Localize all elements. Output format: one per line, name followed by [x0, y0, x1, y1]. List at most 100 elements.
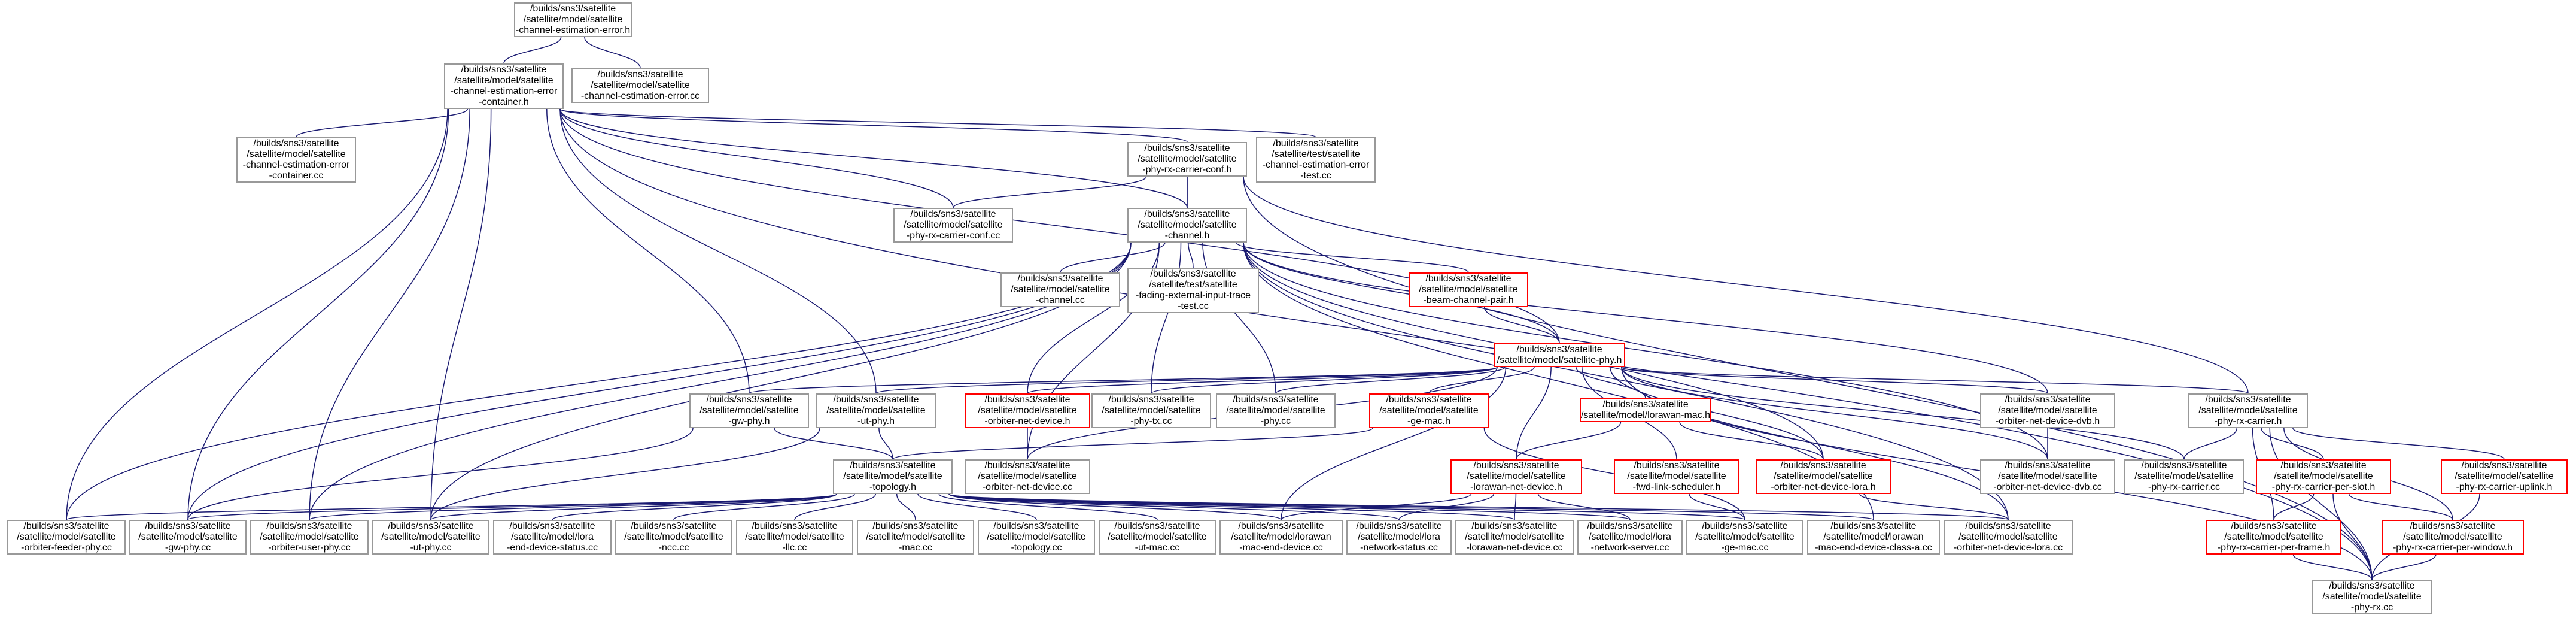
graph-node[interactable]: /builds/sns3/satellite /satellite/model/…: [857, 520, 974, 555]
node-label: /builds/sns3/satellite /satellite/model/…: [506, 521, 598, 553]
graph-node[interactable]: /builds/sns3/satellite /satellite/model/…: [2206, 520, 2341, 555]
node-label: /builds/sns3/satellite /satellite/model/…: [826, 395, 926, 426]
dependency-edge: [892, 424, 1375, 460]
graph-node[interactable]: /builds/sns3/satellite /satellite/model/…: [7, 520, 126, 555]
node-label: /builds/sns3/satellite /satellite/model/…: [1379, 395, 1479, 426]
dependency-edge: [1234, 238, 1469, 273]
dependency-edge: [1619, 363, 2185, 460]
dependency-edge: [1619, 363, 2249, 394]
graph-node[interactable]: /builds/sns3/satellite /satellite/model/…: [965, 393, 1090, 428]
graph-node[interactable]: /builds/sns3/satellite /satellite/model/…: [1580, 398, 1711, 422]
dependency-edge: [430, 490, 839, 520]
node-label: /builds/sns3/satellite /satellite/model/…: [2198, 395, 2298, 426]
dependency-edge: [772, 424, 893, 460]
graph-node[interactable]: /builds/sns3/satellite /satellite/model/…: [1409, 272, 1528, 307]
graph-node[interactable]: /builds/sns3/satellite /satellite/model/…: [2441, 459, 2568, 494]
dependency-edge: [1687, 490, 1745, 520]
node-label: /builds/sns3/satellite /satellite/model/…: [17, 521, 116, 553]
graph-node[interactable]: /builds/sns3/satellite /satellite/model/…: [965, 459, 1090, 494]
dependency-edge: [430, 424, 822, 520]
node-label: /builds/sns3/satellite /satellite/model/…: [624, 521, 723, 553]
graph-node[interactable]: /builds/sns3/satellite /satellite/model/…: [1219, 520, 1343, 555]
graph-node[interactable]: /builds/sns3/satellite /satellite/model/…: [893, 208, 1013, 243]
graph-node[interactable]: /builds/sns3/satellite /satellite/model/…: [1346, 520, 1452, 555]
graph-node[interactable]: /builds/sns3/satellite /satellite/model/…: [250, 520, 369, 555]
node-label: /builds/sns3/satellite /satellite/model/…: [745, 521, 844, 553]
graph-node[interactable]: /builds/sns3/satellite /satellite/model/…: [1577, 520, 1683, 555]
graph-node[interactable]: /builds/sns3/satellite /satellite/model/…: [1127, 208, 1247, 243]
dependency-edge: [947, 490, 2009, 520]
graph-node[interactable]: /builds/sns3/satellite /satellite/model/…: [2256, 459, 2391, 494]
dependency-edge: [66, 105, 450, 520]
graph-node[interactable]: /builds/sns3/satellite /satellite/model/…: [2312, 580, 2432, 614]
dependency-edge: [2331, 490, 2373, 580]
graph-node[interactable]: /builds/sns3/satellite /satellite/model/…: [1494, 343, 1625, 367]
node-label: /builds/sns3/satellite /satellite/model/…: [1587, 521, 1673, 553]
dependency-edge: [1619, 363, 2048, 460]
graph-node[interactable]: /builds/sns3/satellite /satellite/model/…: [1455, 520, 1574, 555]
dependency-edge: [1241, 238, 2048, 460]
graph-node[interactable]: /builds/sns3/satellite /satellite/model/…: [1127, 142, 1247, 177]
graph-node[interactable]: /builds/sns3/satellite /satellite/model/…: [444, 63, 564, 109]
graph-node[interactable]: /builds/sns3/satellite /satellite/model/…: [2124, 459, 2244, 494]
dependency-edge: [558, 105, 877, 394]
node-label: /builds/sns3/satellite /satellite/test/s…: [1262, 138, 1370, 181]
dependency-edge: [916, 490, 1037, 520]
node-label: /builds/sns3/satellite /satellite/model/…: [2392, 521, 2513, 553]
node-label: /builds/sns3/satellite /satellite/model/…: [1102, 395, 1201, 426]
dependency-edge: [545, 105, 750, 394]
node-label: /builds/sns3/satellite /satellite/model/…: [987, 521, 1086, 553]
graph-node[interactable]: /builds/sns3/satellite /satellite/model/…: [571, 68, 709, 103]
graph-node[interactable]: /builds/sns3/satellite /satellite/model/…: [1216, 393, 1336, 428]
dependency-edge: [947, 490, 1400, 520]
graph-node[interactable]: /builds/sns3/satellite /satellite/model/…: [1756, 459, 1891, 494]
node-label: /builds/sns3/satellite /satellite/model/…: [2322, 581, 2422, 613]
graph-node[interactable]: /builds/sns3/satellite /satellite/model/…: [736, 520, 853, 555]
graph-node[interactable]: /builds/sns3/satellite /satellite/model/…: [1944, 520, 2073, 555]
graph-node[interactable]: /builds/sns3/satellite /satellite/model/…: [1807, 520, 1940, 555]
graph-node[interactable]: /builds/sns3/satellite /satellite/model/…: [493, 520, 612, 555]
graph-node[interactable]: /builds/sns3/satellite /satellite/model/…: [1980, 393, 2115, 428]
dependency-edge: [1516, 363, 1553, 460]
graph-node[interactable]: /builds/sns3/satellite /satellite/model/…: [978, 520, 1095, 555]
graph-node[interactable]: /builds/sns3/satellite /satellite/model/…: [1369, 393, 1489, 428]
dependency-edge: [296, 105, 470, 138]
graph-node[interactable]: /builds/sns3/satellite /satellite/model/…: [1099, 520, 1216, 555]
graph-node[interactable]: /builds/sns3/satellite /satellite/model/…: [1686, 520, 1803, 555]
graph-node[interactable]: /builds/sns3/satellite /satellite/model/…: [689, 393, 809, 428]
node-label: /builds/sns3/satellite /satellite/model/…: [978, 461, 1077, 492]
graph-node[interactable]: /builds/sns3/satellite /satellite/model/…: [833, 459, 953, 494]
dependency-edge: [1677, 418, 1824, 460]
node-label: /builds/sns3/satellite /satellite/model/…: [1138, 209, 1237, 241]
graph-node[interactable]: /builds/sns3/satellite /satellite/model/…: [1980, 459, 2115, 494]
graph-node[interactable]: /builds/sns3/satellite /satellite/model/…: [372, 520, 489, 555]
dependency-edge: [1027, 363, 1500, 394]
graph-node[interactable]: /builds/sns3/satellite /satellite/model/…: [2188, 393, 2308, 428]
node-label: /builds/sns3/satellite /satellite/model/…: [1108, 521, 1207, 553]
node-label: /builds/sns3/satellite /satellite/model/…: [978, 395, 1077, 426]
graph-node[interactable]: /builds/sns3/satellite /satellite/test/s…: [1256, 137, 1376, 183]
dependency-edge: [1428, 363, 1537, 394]
graph-node[interactable]: /builds/sns3/satellite /satellite/test/s…: [1127, 268, 1259, 313]
node-label: /builds/sns3/satellite /satellite/model/…: [515, 4, 631, 35]
graph-node[interactable]: /builds/sns3/satellite /satellite/model/…: [1450, 459, 1582, 494]
graph-node[interactable]: /builds/sns3/satellite /satellite/model/…: [236, 137, 356, 183]
dependency-edge: [1513, 490, 1518, 520]
graph-node[interactable]: /builds/sns3/satellite /satellite/model/…: [1091, 393, 1211, 428]
node-label: /builds/sns3/satellite /satellite/model/…: [2217, 521, 2331, 553]
dependency-edge: [1281, 490, 1473, 520]
graph-node[interactable]: /builds/sns3/satellite /satellite/model/…: [615, 520, 732, 555]
node-label: /builds/sns3/satellite /satellite/model/…: [1467, 461, 1566, 492]
dependency-edge: [2183, 424, 2239, 460]
node-label: /builds/sns3/satellite /satellite/model/…: [1580, 399, 1711, 420]
node-label: /builds/sns3/satellite /satellite/model/…: [699, 395, 799, 426]
graph-node[interactable]: /builds/sns3/satellite /satellite/model/…: [2382, 520, 2524, 555]
dependency-edge: [2273, 490, 2316, 520]
graph-node[interactable]: /builds/sns3/satellite /satellite/model/…: [816, 393, 936, 428]
node-label: /builds/sns3/satellite /satellite/model/…: [1627, 461, 1726, 492]
node-label: /builds/sns3/satellite /satellite/test/s…: [1135, 269, 1251, 311]
graph-node[interactable]: /builds/sns3/satellite /satellite/model/…: [1614, 459, 1739, 494]
graph-node[interactable]: /builds/sns3/satellite /satellite/model/…: [129, 520, 247, 555]
graph-node[interactable]: /builds/sns3/satellite /satellite/model/…: [1000, 272, 1120, 307]
